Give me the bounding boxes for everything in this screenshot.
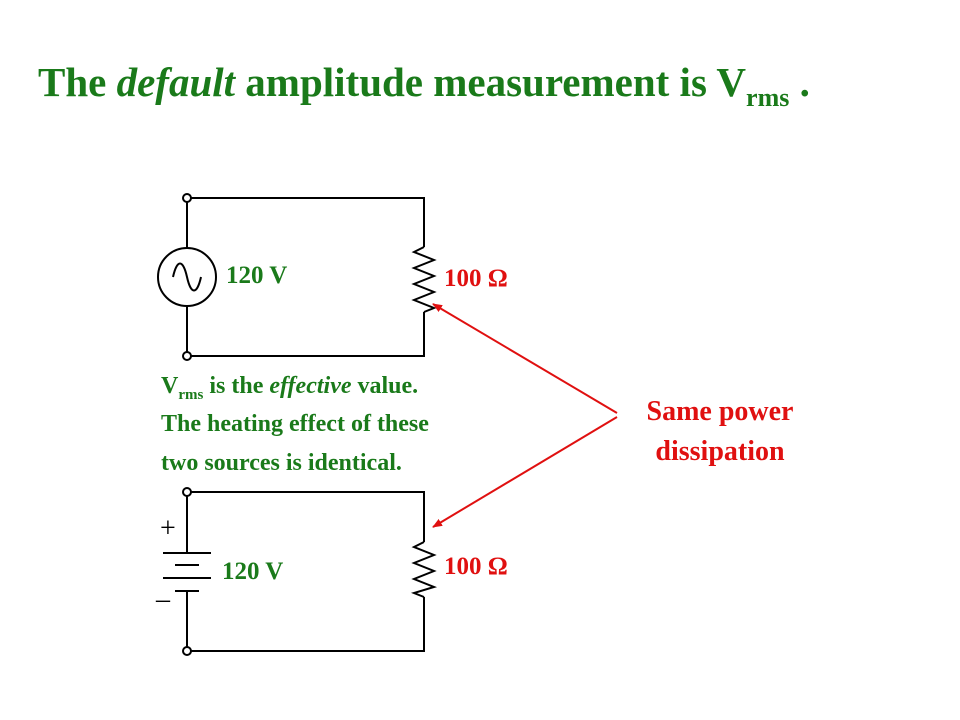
dc-source-label: 120 V	[222, 558, 284, 585]
arrow-to-bottom-resistor	[432, 416, 618, 528]
terminal-top-b	[182, 351, 192, 361]
note-v: V	[161, 373, 179, 399]
page-title: The default amplitude measurement is Vrm…	[38, 62, 810, 111]
title-post: .	[789, 59, 810, 105]
title-mid: amplitude measurement is V	[235, 59, 747, 105]
top-wire-top	[187, 197, 425, 247]
terminal-bottom-a	[182, 487, 192, 497]
note-line-1: Vrms is the effective value.	[161, 374, 418, 403]
ac-circuit	[157, 193, 437, 361]
callout-arrows	[432, 303, 618, 528]
note-emphasis: effective	[269, 373, 352, 399]
terminal-top-a	[182, 193, 192, 203]
callout-text: Same power dissipation	[600, 392, 840, 472]
title-pre: The	[38, 59, 117, 105]
ac-source-label: 120 V	[226, 262, 288, 289]
dc-circuit	[163, 487, 438, 656]
arrow-to-top-resistor	[432, 303, 618, 414]
note-line1-a: is the	[203, 373, 270, 399]
resistor-icon-top	[411, 246, 437, 313]
title-subscript: rms	[746, 83, 790, 112]
note-line1-b: value.	[351, 373, 419, 399]
note-line-3: two sources is identical.	[161, 450, 402, 476]
plus-sign: +	[160, 513, 176, 544]
callout-line-1: Same power	[646, 396, 794, 427]
resistor-icon-bottom	[410, 541, 438, 598]
bottom-resistor-label: 100 Ω	[444, 553, 508, 580]
note-subscript: rms	[178, 387, 204, 403]
note-line-2: The heating effect of these	[161, 411, 429, 437]
battery-icon	[163, 552, 211, 592]
bottom-wire-top	[187, 491, 425, 542]
minus-sign: –	[156, 584, 170, 615]
callout-line-2: dissipation	[655, 436, 785, 467]
title-emphasis: default	[116, 59, 236, 105]
top-resistor-label: 100 Ω	[444, 265, 508, 292]
sine-wave-icon	[172, 262, 202, 292]
top-wire-bottom	[187, 312, 425, 357]
bottom-wire-bottom	[187, 597, 425, 652]
terminal-bottom-b	[182, 646, 192, 656]
